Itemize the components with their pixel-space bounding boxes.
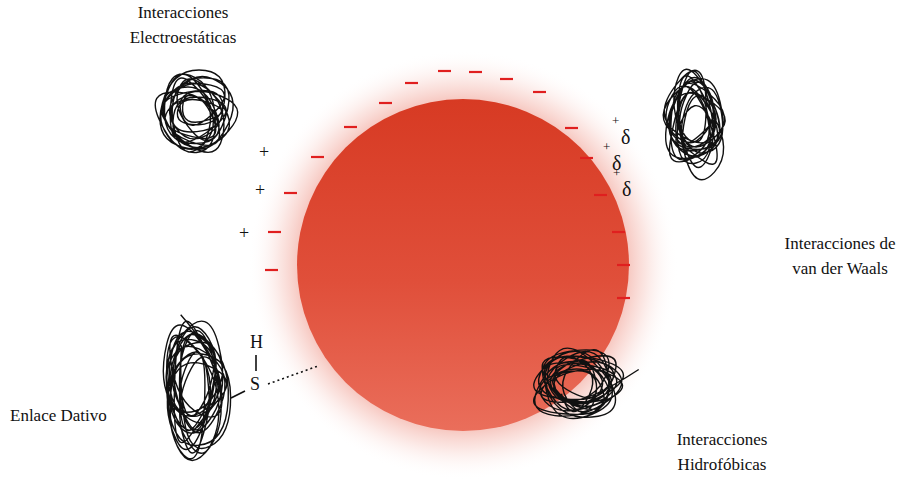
partial-charge-sign: + — [612, 114, 619, 128]
atom-symbol: H — [250, 330, 263, 355]
polymer-coil — [163, 315, 230, 461]
polymer-coils — [155, 69, 725, 460]
interaction-label: Interacciones Hidrofóbicas — [657, 427, 787, 477]
minus-sign — [612, 231, 625, 233]
interaction-label: Enlace Dativo — [10, 403, 107, 428]
minus-sign — [438, 70, 451, 72]
minus-sign — [594, 194, 607, 196]
partial-charge-sign: + — [613, 166, 620, 180]
minus-sign — [311, 156, 324, 158]
minus-sign — [500, 78, 513, 80]
polymer-coil — [155, 70, 237, 153]
negative-charges — [265, 71, 630, 298]
charge-symbol: + — [239, 221, 249, 246]
minus-sign — [379, 102, 392, 104]
minus-sign — [565, 127, 578, 129]
partial-charge-symbol: δ — [622, 177, 631, 202]
s-polymer-bond — [231, 391, 245, 398]
dative-bond-lines — [231, 355, 318, 398]
minus-sign — [617, 264, 630, 266]
minus-sign — [617, 297, 630, 299]
interaction-label: Interacciones de van der Waals — [775, 231, 905, 281]
partial-charge-symbol: δ — [621, 125, 630, 150]
minus-sign — [344, 126, 357, 128]
minus-sign — [533, 91, 546, 93]
h-s-bond — [255, 355, 257, 371]
interaction-label: Interacciones Electroestáticas — [108, 0, 258, 50]
charge-symbol: + — [255, 178, 265, 203]
atom-symbol: S — [250, 372, 260, 397]
polymer-coil — [663, 69, 725, 179]
nanoparticle — [297, 99, 629, 431]
polymer-coil — [534, 348, 639, 418]
particle-glow — [248, 50, 678, 480]
partial-charge-sign: + — [603, 140, 610, 154]
dative-bond — [268, 366, 318, 384]
minus-sign — [405, 82, 418, 84]
minus-sign — [284, 192, 297, 194]
minus-sign — [268, 231, 281, 233]
minus-sign — [265, 269, 278, 271]
minus-sign — [580, 157, 593, 159]
minus-sign — [469, 71, 482, 73]
charge-symbol: + — [259, 140, 269, 165]
